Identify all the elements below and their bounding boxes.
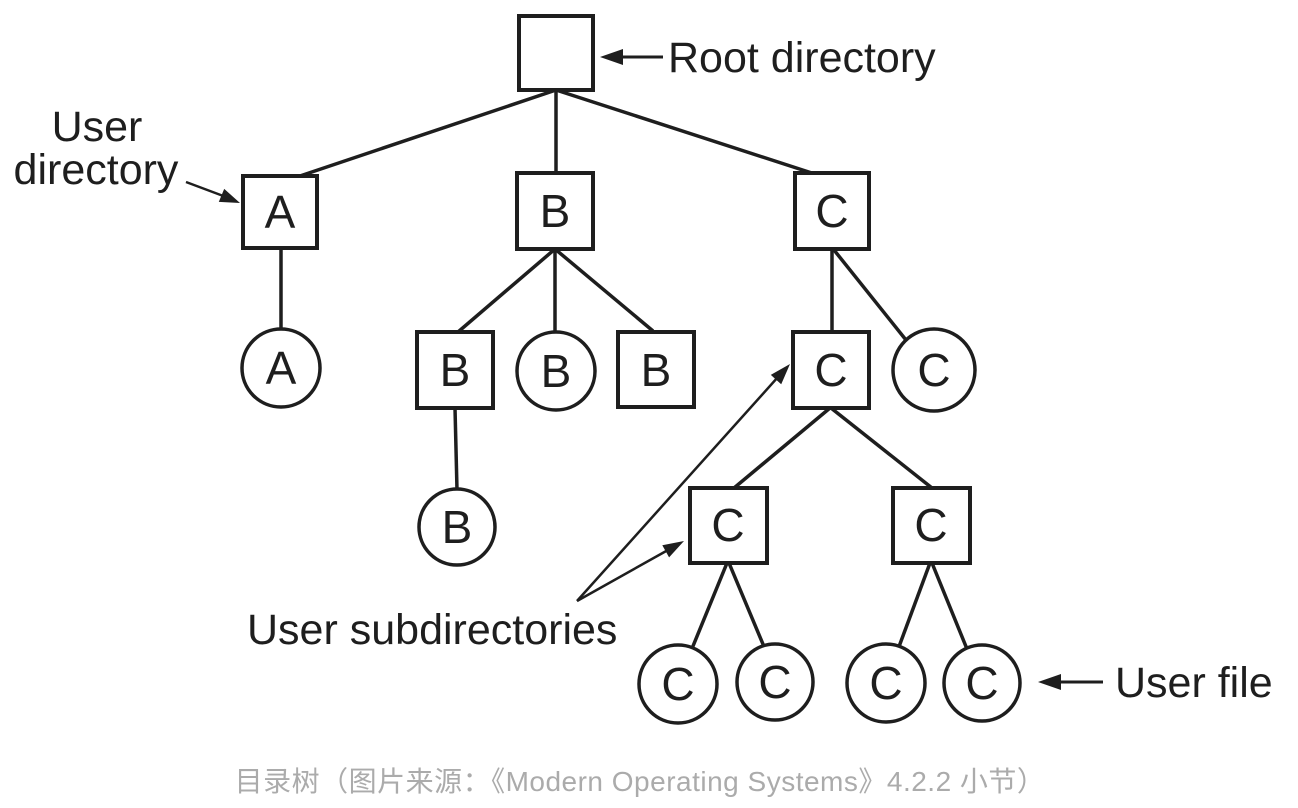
root-directory-arrowhead-icon — [600, 49, 623, 65]
label-sub-c-left: C — [711, 499, 744, 551]
edge-bsub-to-file — [453, 407, 459, 491]
directory-tree-svg: A B C A B B B B C C C C C C C C Root dir… — [14, 14, 1273, 725]
label-file-c1: C — [661, 658, 694, 710]
node-circle-c-file4 — [942, 643, 1022, 723]
node-square-b-sub-right — [616, 330, 696, 409]
user-directory-arrow-line — [185, 180, 227, 199]
label-dir-b: B — [540, 185, 571, 237]
edge-csubleft-to-file2 — [727, 562, 767, 650]
user-subdirectories-arrowhead-upper-icon — [770, 364, 790, 385]
edge-csubright-to-file4 — [930, 562, 969, 650]
edge-root-to-a — [290, 88, 557, 181]
user-file-arrowhead-icon — [1038, 674, 1061, 690]
annotation-user-directory: User directory — [14, 103, 240, 203]
user-subdirectories-arrow-line-lower — [576, 548, 669, 603]
tree-edges — [279, 88, 969, 653]
node-circle-c-file-top — [891, 327, 977, 413]
node-square-a — [241, 174, 319, 250]
figure-caption: 目录树（图片来源：《Modern Operating Systems》4.2.2… — [234, 766, 1046, 797]
label-dir-a: A — [265, 186, 296, 238]
node-circle-b-file-mid — [515, 330, 597, 412]
node-square-c-sub-right — [891, 486, 972, 565]
annotation-root-directory: Root directory — [600, 34, 936, 82]
node-circle-a-file — [240, 327, 322, 409]
label-sub-b-left: B — [440, 344, 471, 396]
annotation-user-subdirectories: User subdirectories — [247, 364, 790, 654]
node-square-b — [515, 171, 595, 251]
node-circle-c-file3 — [845, 642, 927, 724]
root-directory-label: Root directory — [668, 34, 936, 82]
label-sub-b-right: B — [641, 344, 672, 396]
user-subdirectories-label: User subdirectories — [247, 606, 617, 654]
user-file-label: User file — [1115, 659, 1273, 707]
user-directory-arrowhead-icon — [218, 188, 240, 203]
directory-nodes — [241, 14, 972, 565]
edge-csub-to-left — [732, 406, 832, 490]
user-directory-label-line1: User — [52, 103, 143, 151]
label-dir-c: C — [815, 185, 848, 237]
user-directory-label-line2: directory — [14, 146, 179, 194]
edge-root-to-c — [555, 88, 819, 177]
node-square-c — [793, 171, 871, 251]
node-square-c-sub-left — [688, 486, 769, 565]
edge-b-to-sub-left — [456, 247, 557, 334]
edge-b-to-sub-right — [553, 247, 655, 333]
label-file-b-mid: B — [541, 345, 572, 397]
label-file-b-deep: B — [442, 501, 473, 553]
user-subdirectories-arrow-line-upper — [576, 376, 779, 602]
label-file-a: A — [266, 342, 297, 394]
node-labels: A B C A B B B B C C C C C C C C — [265, 185, 999, 710]
user-subdirectories-arrowhead-lower-icon — [662, 541, 684, 558]
node-circle-b-file-deep — [417, 487, 497, 567]
label-sub-c: C — [814, 344, 847, 396]
node-square-root — [517, 14, 595, 92]
file-nodes — [240, 327, 1022, 725]
label-file-c2: C — [758, 656, 791, 708]
node-circle-c-file1 — [637, 643, 719, 725]
edge-c-to-file-top — [832, 248, 908, 342]
edge-csubleft-to-file1 — [689, 562, 729, 652]
annotation-user-file: User file — [1038, 659, 1273, 707]
node-circle-c-file2 — [735, 642, 815, 722]
label-file-c4: C — [965, 657, 998, 709]
label-file-c3: C — [869, 657, 902, 709]
label-sub-c-right: C — [914, 499, 947, 551]
edge-csubright-to-file3 — [895, 562, 932, 653]
node-square-b-sub-left — [415, 330, 495, 410]
node-square-c-sub — [791, 330, 871, 410]
edge-csub-to-right — [829, 406, 934, 490]
label-file-c-top: C — [917, 344, 950, 396]
